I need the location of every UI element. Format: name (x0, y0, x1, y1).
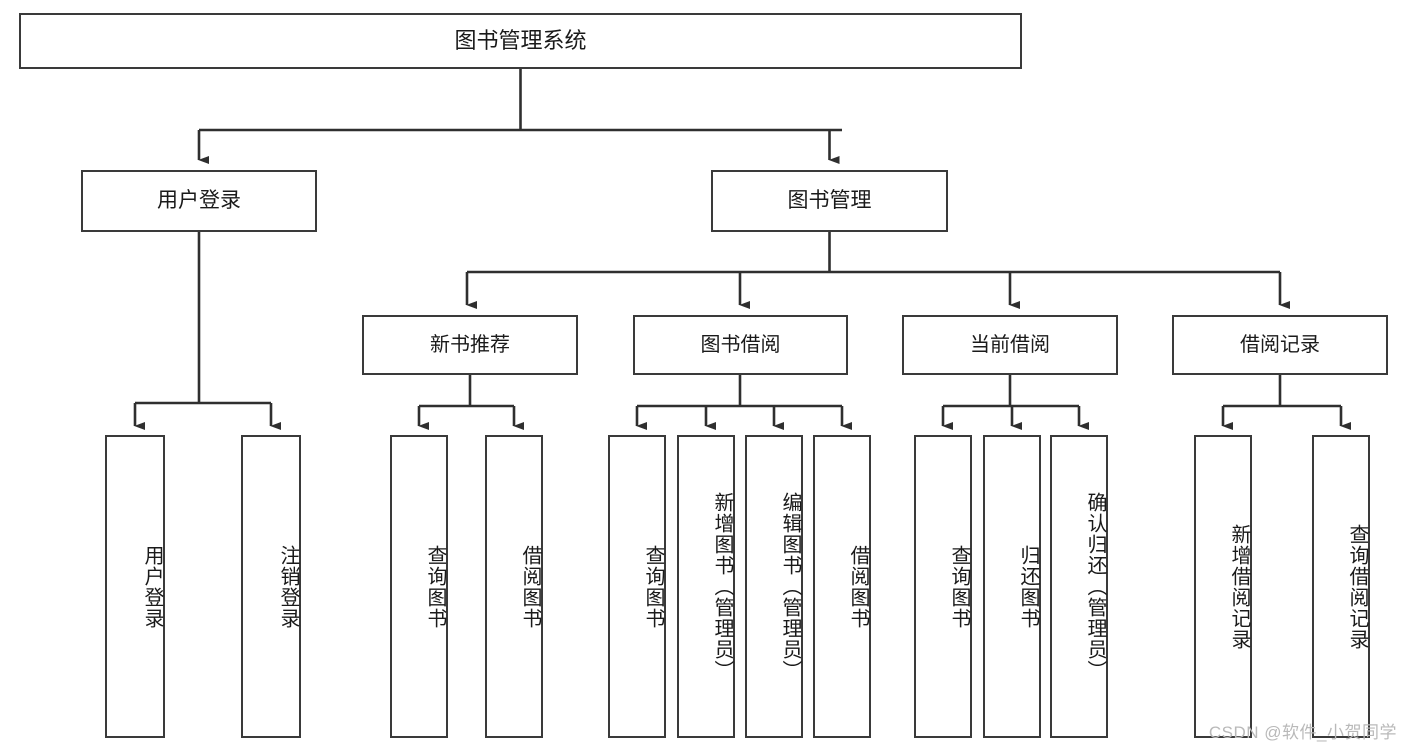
node-leaf-query-book-3-label: 查询图书 (948, 544, 970, 629)
edge-new-book-recommend-to-leaves (417, 375, 525, 431)
node-leaf-query-borrow-record-label: 查询借阅记录 (1346, 523, 1368, 650)
node-leaf-edit-book-admin-label: 编辑图书（管理员） (779, 492, 801, 681)
node-new-book-recommend-label: 新书推荐 (430, 333, 510, 356)
node-leaf-query-book-2-label: 查询图书 (642, 544, 664, 629)
node-leaf-add-borrow-record[interactable]: 新增借阅记录 (1194, 435, 1252, 738)
edge-user-login-to-leaves (133, 232, 282, 431)
node-leaf-add-borrow-record-label: 新增借阅记录 (1228, 523, 1250, 650)
node-leaf-confirm-return-admin-label: 确认归还（管理员） (1084, 492, 1106, 681)
edge-borrow-record-to-leaves (1221, 375, 1352, 431)
edge-root-to-level1 (197, 69, 842, 165)
node-user-login-label: 用户登录 (157, 188, 241, 212)
node-leaf-confirm-return-admin[interactable]: 确认归还（管理员） (1050, 435, 1108, 738)
node-user-login[interactable]: 用户登录 (81, 170, 317, 232)
node-root[interactable]: 图书管理系统 (19, 13, 1022, 69)
node-borrow-record[interactable]: 借阅记录 (1172, 315, 1388, 375)
node-new-book-recommend[interactable]: 新书推荐 (362, 315, 578, 375)
node-leaf-return-book[interactable]: 归还图书 (983, 435, 1041, 738)
node-current-borrow-label: 当前借阅 (970, 333, 1050, 356)
node-leaf-logout-login-label: 注销登录 (277, 544, 299, 629)
node-leaf-query-book-1[interactable]: 查询图书 (390, 435, 448, 738)
node-leaf-borrow-book-2-label: 借阅图书 (847, 544, 869, 629)
node-leaf-return-book-label: 归还图书 (1017, 544, 1039, 629)
node-book-borrow[interactable]: 图书借阅 (633, 315, 848, 375)
node-leaf-logout-login[interactable]: 注销登录 (241, 435, 301, 738)
node-current-borrow[interactable]: 当前借阅 (902, 315, 1118, 375)
node-leaf-user-login[interactable]: 用户登录 (105, 435, 165, 738)
node-leaf-query-book-1-label: 查询图书 (424, 544, 446, 629)
node-leaf-borrow-book-1[interactable]: 借阅图书 (485, 435, 543, 738)
node-book-borrow-label: 图书借阅 (700, 333, 781, 356)
csdn-watermark: CSDN @软件_小贺同学 (1208, 723, 1397, 742)
node-leaf-query-borrow-record[interactable]: 查询借阅记录 (1312, 435, 1370, 738)
node-leaf-add-book-admin[interactable]: 新增图书（管理员） (677, 435, 735, 738)
node-leaf-borrow-book-1-label: 借阅图书 (519, 544, 541, 629)
node-leaf-edit-book-admin[interactable]: 编辑图书（管理员） (745, 435, 803, 738)
node-root-label: 图书管理系统 (454, 28, 587, 54)
node-book-manage-label: 图书管理 (787, 188, 872, 212)
node-leaf-query-book-2[interactable]: 查询图书 (608, 435, 666, 738)
edge-book-borrow-to-leaves (635, 375, 853, 431)
node-borrow-record-label: 借阅记录 (1240, 333, 1320, 356)
edge-current-borrow-to-leaves (941, 375, 1090, 431)
node-leaf-user-login-label: 用户登录 (141, 544, 163, 629)
node-leaf-query-book-3[interactable]: 查询图书 (914, 435, 972, 738)
node-leaf-add-book-admin-label: 新增图书（管理员） (711, 492, 733, 681)
node-leaf-borrow-book-2[interactable]: 借阅图书 (813, 435, 871, 738)
edge-book-manage-to-level2 (465, 232, 1291, 310)
node-book-manage[interactable]: 图书管理 (711, 170, 948, 232)
